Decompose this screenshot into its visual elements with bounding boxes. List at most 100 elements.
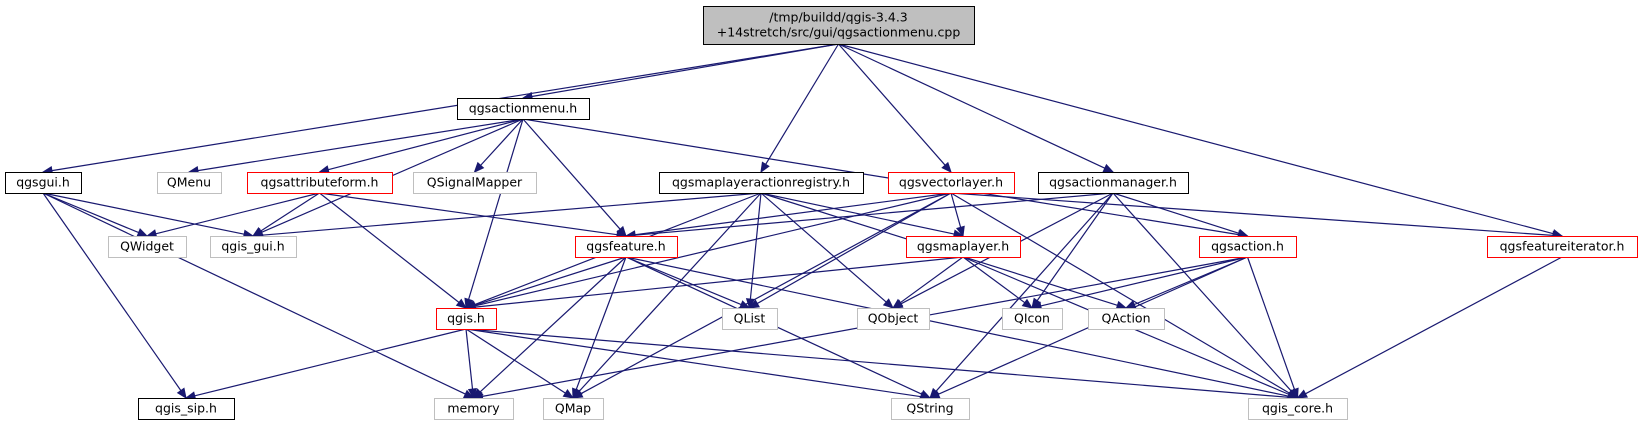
node-label: qgsactionmenu.h <box>469 101 577 116</box>
edge-line <box>760 192 955 235</box>
node-label: qgsmaplayeractionregistry.h <box>672 175 850 190</box>
node-label: QAction <box>1102 311 1151 326</box>
node-label: qgsfeature.h <box>586 239 665 254</box>
edge-line <box>319 192 460 303</box>
edge-line <box>634 192 1114 236</box>
node-label: QList <box>734 311 766 326</box>
node-qgsvectorlayer_h[interactable]: qgsvectorlayer.h <box>888 172 1015 194</box>
node-qgis_core_h: qgis_core.h <box>1248 398 1348 420</box>
node-label: memory <box>447 401 500 416</box>
edge-line <box>522 118 1239 236</box>
edge-arrowhead <box>1021 298 1034 309</box>
edge-line <box>757 192 952 305</box>
node-qgsattributeform_h[interactable]: qgsattributeform.h <box>247 172 393 194</box>
edge-qgsattributeform_h-to-qgis_h <box>319 192 468 309</box>
edge-line <box>474 192 952 307</box>
node-box <box>108 236 187 258</box>
node-qgsmaplayeractionregistry_h[interactable]: qgsmaplayeractionregistry.h <box>659 172 864 194</box>
edge-line <box>1305 256 1563 395</box>
edge-qgsactionmenu_h-to-qsignalmapper <box>473 118 524 173</box>
node-qgsgui_h[interactable]: qgsgui.h <box>5 172 82 194</box>
node-label: qgis_gui.h <box>221 239 284 254</box>
node-box <box>457 98 590 120</box>
edge-arrowhead <box>928 390 941 399</box>
node-qicon: QIcon <box>1002 308 1063 330</box>
node-box <box>1487 236 1638 258</box>
edge-qgsactionmanager_h-to-qgsaction_h <box>1112 192 1249 238</box>
edge-line <box>578 192 762 392</box>
node-label: qgis_sip.h <box>155 401 217 416</box>
edge-qgsvectorlayer_h-to-qgis_h <box>464 192 952 311</box>
edge-qgsfeature_h-to-qlist <box>625 256 751 309</box>
node-label: qgsmaplayer.h <box>917 239 1009 254</box>
node-box <box>722 308 778 330</box>
edge-arrowhead <box>136 228 149 237</box>
edge-qgis_h-to-qmap <box>465 328 575 399</box>
edge-line <box>838 43 1554 235</box>
edge-arrowhead <box>891 298 904 309</box>
edge-qgsmaplayer_h-to-qobject <box>891 256 964 309</box>
node-box <box>891 398 970 420</box>
node-qgsactionmanager_h[interactable]: qgsactionmanager.h <box>1038 172 1189 194</box>
edge-root-to-qgsfeatureiterator_h <box>838 43 1564 239</box>
edge-qgsvectorlayer_h-to-qgis_core_h <box>950 192 1299 399</box>
edge-line <box>1112 192 1292 392</box>
edge-line <box>480 118 524 166</box>
node-qgsmaplayer_h[interactable]: qgsmaplayer.h <box>906 236 1021 258</box>
edge-qgis_h-to-memory <box>465 328 477 400</box>
node-box <box>1199 236 1297 258</box>
edge-arrowhead <box>562 388 575 399</box>
edge-line <box>749 192 762 300</box>
edges-layer <box>41 43 1564 402</box>
edge-qgsmaplayeractionregistry_h-to-qmap <box>572 192 762 399</box>
node-root: /tmp/buildd/qgis-3.4.3+14stretch/src/gui… <box>703 6 975 45</box>
edge-root-to-qgsactionmanager_h <box>838 43 1115 173</box>
node-box <box>888 172 1015 194</box>
edge-qgsattributeform_h-to-qwidget <box>145 192 320 239</box>
edge-qgsattributeform_h-to-qgsfeature_h <box>319 192 628 240</box>
edge-line <box>465 328 474 390</box>
edge-arrowhead <box>956 225 965 238</box>
edge-arrowhead <box>1102 163 1115 173</box>
node-box <box>413 172 537 194</box>
edge-qgsaction_h-to-qgis_core_h <box>1246 256 1299 400</box>
edge-qgsactionmenu_h-to-qmenu <box>187 118 524 175</box>
edge-qgsvectorlayer_h-to-qgsmaplayer_h <box>950 192 965 238</box>
edge-line <box>194 328 467 397</box>
node-label: qgsattributeform.h <box>261 175 379 190</box>
edge-line <box>42 192 466 395</box>
node-qsignalmapper: QSignalMapper <box>413 172 537 194</box>
edge-qgis_h-to-qstring <box>465 328 932 402</box>
node-qaction: QAction <box>1088 308 1165 330</box>
edge-line <box>899 256 964 304</box>
node-box <box>1088 308 1165 330</box>
edge-line <box>1246 256 1296 390</box>
edge-line <box>950 192 962 228</box>
node-label: QWidget <box>120 239 174 254</box>
node-label: /tmp/buildd/qgis-3.4.3 <box>769 10 908 25</box>
edge-arrowhead <box>572 387 581 400</box>
node-qgsfeature_h[interactable]: qgsfeature.h <box>575 236 678 258</box>
edge-qgsfeature_h-to-qgis_h <box>464 256 627 310</box>
edge-qgsmaplayeractionregistry_h-to-qlist <box>745 192 762 310</box>
edge-arrowhead <box>462 389 475 399</box>
edge-arrowhead <box>882 298 894 309</box>
edge-qgis_h-to-qgis_sip_h <box>184 328 467 401</box>
edge-qgsmaplayer_h-to-qicon <box>962 256 1034 309</box>
node-qgsaction_h[interactable]: qgsaction.h <box>1199 236 1297 258</box>
edge-line <box>479 256 627 393</box>
edge-line <box>625 256 742 306</box>
edge-root-to-qgsactionmenu_h <box>521 43 839 101</box>
edge-line <box>42 192 182 391</box>
node-qmap: QMap <box>543 398 604 420</box>
edge-qgsfeature_h-to-qmap <box>572 256 627 400</box>
edge-line <box>474 256 627 306</box>
node-label: qgsactionmanager.h <box>1049 175 1177 190</box>
node-qgsfeatureiterator_h[interactable]: qgsfeatureiterator.h <box>1487 236 1638 258</box>
edge-line <box>1112 192 1240 234</box>
node-qgis_sip_h[interactable]: qgis_sip.h <box>138 398 235 420</box>
node-qgsactionmenu_h[interactable]: qgsactionmenu.h <box>457 98 590 120</box>
edge-line <box>838 43 1106 169</box>
node-qgis_h[interactable]: qgis.h <box>436 308 497 330</box>
